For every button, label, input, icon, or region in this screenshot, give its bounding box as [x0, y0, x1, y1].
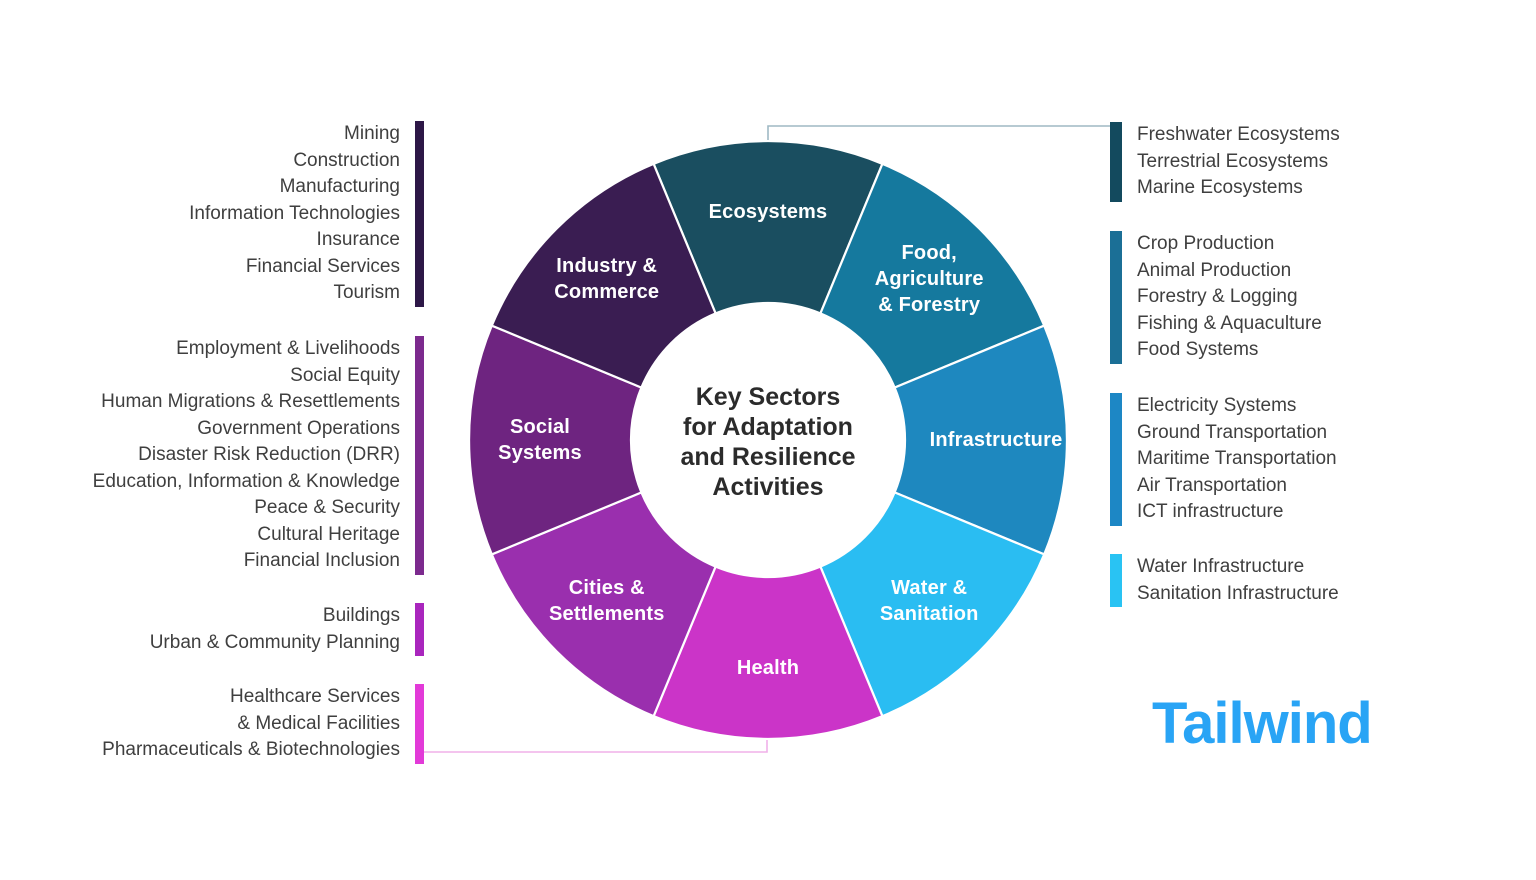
legend-item: Freshwater Ecosystems [1137, 124, 1340, 145]
legend-item: Air Transportation [1137, 474, 1287, 496]
legend-item: Maritime Transportation [1137, 448, 1337, 469]
legend-item: Mining [344, 123, 400, 144]
legend-item: Crop Production [1137, 233, 1275, 254]
legend-item: Healthcare Services & Medical Facilities [229, 686, 400, 734]
legend-item: Water Infrastructure [1137, 556, 1305, 577]
legend-item: Manufacturing [279, 176, 400, 197]
wheel-segment-label-food-agriculture-forestry: Food, Agriculture & Forestry [874, 241, 984, 316]
legend-item: Social Equity [290, 364, 400, 386]
legend-item: ICT infrastructure [1137, 501, 1284, 522]
legend-item: Forestry & Logging [1137, 286, 1298, 307]
legend-item: Ground Transportation [1137, 421, 1328, 443]
wheel-segment-label-cities-settlements: Cities & Settlements [548, 577, 665, 626]
wheel-segment-label-social-systems: Social Systems [498, 416, 582, 464]
legend-item: Human Migrations & Resettlements [101, 391, 400, 412]
legend-color-bar-health [415, 684, 424, 764]
legend-item: Pharmaceuticals & Biotechnologies [102, 739, 400, 760]
legend-color-bar-ecosystems [1110, 122, 1122, 202]
legend-items-health: Healthcare Services & Medical Facilities… [102, 684, 400, 764]
legend-item: Food Systems [1137, 339, 1259, 360]
legend-item: Marine Ecosystems [1137, 177, 1303, 198]
legend-item: Financial Inclusion [243, 550, 400, 571]
wheel-center-title: Key Sectors for Adaptation and Resilienc… [680, 383, 856, 501]
legend-item: Construction [293, 149, 400, 171]
legend-item: Cultural Heritage [257, 523, 400, 545]
legend-color-bar-food-agriculture-forestry [1110, 231, 1122, 364]
legend-item: Animal Production [1137, 259, 1292, 281]
wheel-segment-water-sanitation [818, 490, 1046, 718]
connector-line-health [424, 736, 768, 753]
wheel-segment-infrastructure [893, 324, 1068, 556]
legend-item: Disaster Risk Reduction (DRR) [138, 444, 400, 465]
wheel-segment-label-industry-commerce: Industry & Commerce [554, 254, 660, 303]
legend-item: Government Operations [197, 417, 400, 439]
legend-color-bar-industry-commerce [415, 121, 424, 307]
wheel-segment-label-health: Health [736, 657, 800, 679]
wheel-segment-label-ecosystems: Ecosystems [708, 201, 828, 223]
wheel-segment-health [652, 565, 884, 740]
legend-item: Terrestrial Ecosystems [1137, 150, 1329, 172]
legend-item: Insurance [316, 229, 400, 250]
legend-group-health: Healthcare Services & Medical Facilities… [102, 684, 424, 764]
legend-item: Fishing & Aquaculture [1137, 312, 1322, 334]
legend-item: Financial Services [245, 255, 400, 277]
legend-color-bar-water-sanitation [1110, 554, 1122, 607]
wheel-segment-industry-commerce [490, 162, 718, 390]
legend-color-bar-infrastructure [1110, 393, 1122, 526]
wheel-segment-label-water-sanitation: Water & Sanitation [879, 577, 979, 626]
legend-item: Information Technologies [189, 202, 400, 224]
legend-item: Electricity Systems [1137, 395, 1297, 416]
brand-logo: Tailwind [1152, 691, 1373, 756]
legend-item: Tourism [333, 282, 400, 303]
legend-item: Peace & Security [254, 497, 400, 518]
wheel-segment-cities-settlements [490, 490, 718, 718]
legend-item: Urban & Community Planning [149, 631, 400, 653]
wheel-segment-food-agriculture-forestry [818, 162, 1046, 390]
wheel-segment-label-infrastructure: Infrastructure [929, 429, 1063, 451]
legend-item: Buildings [322, 605, 400, 626]
legend-color-bar-cities-settlements [415, 603, 424, 656]
legend-item: Employment & Livelihoods [176, 338, 400, 359]
wheel-segment-social-systems [468, 324, 643, 556]
legend-item: Sanitation Infrastructure [1137, 582, 1339, 604]
legend-item: Education, Information & Knowledge [92, 470, 400, 492]
wheel-segment-ecosystems [652, 140, 884, 315]
legend-color-bar-social-systems [415, 336, 424, 575]
